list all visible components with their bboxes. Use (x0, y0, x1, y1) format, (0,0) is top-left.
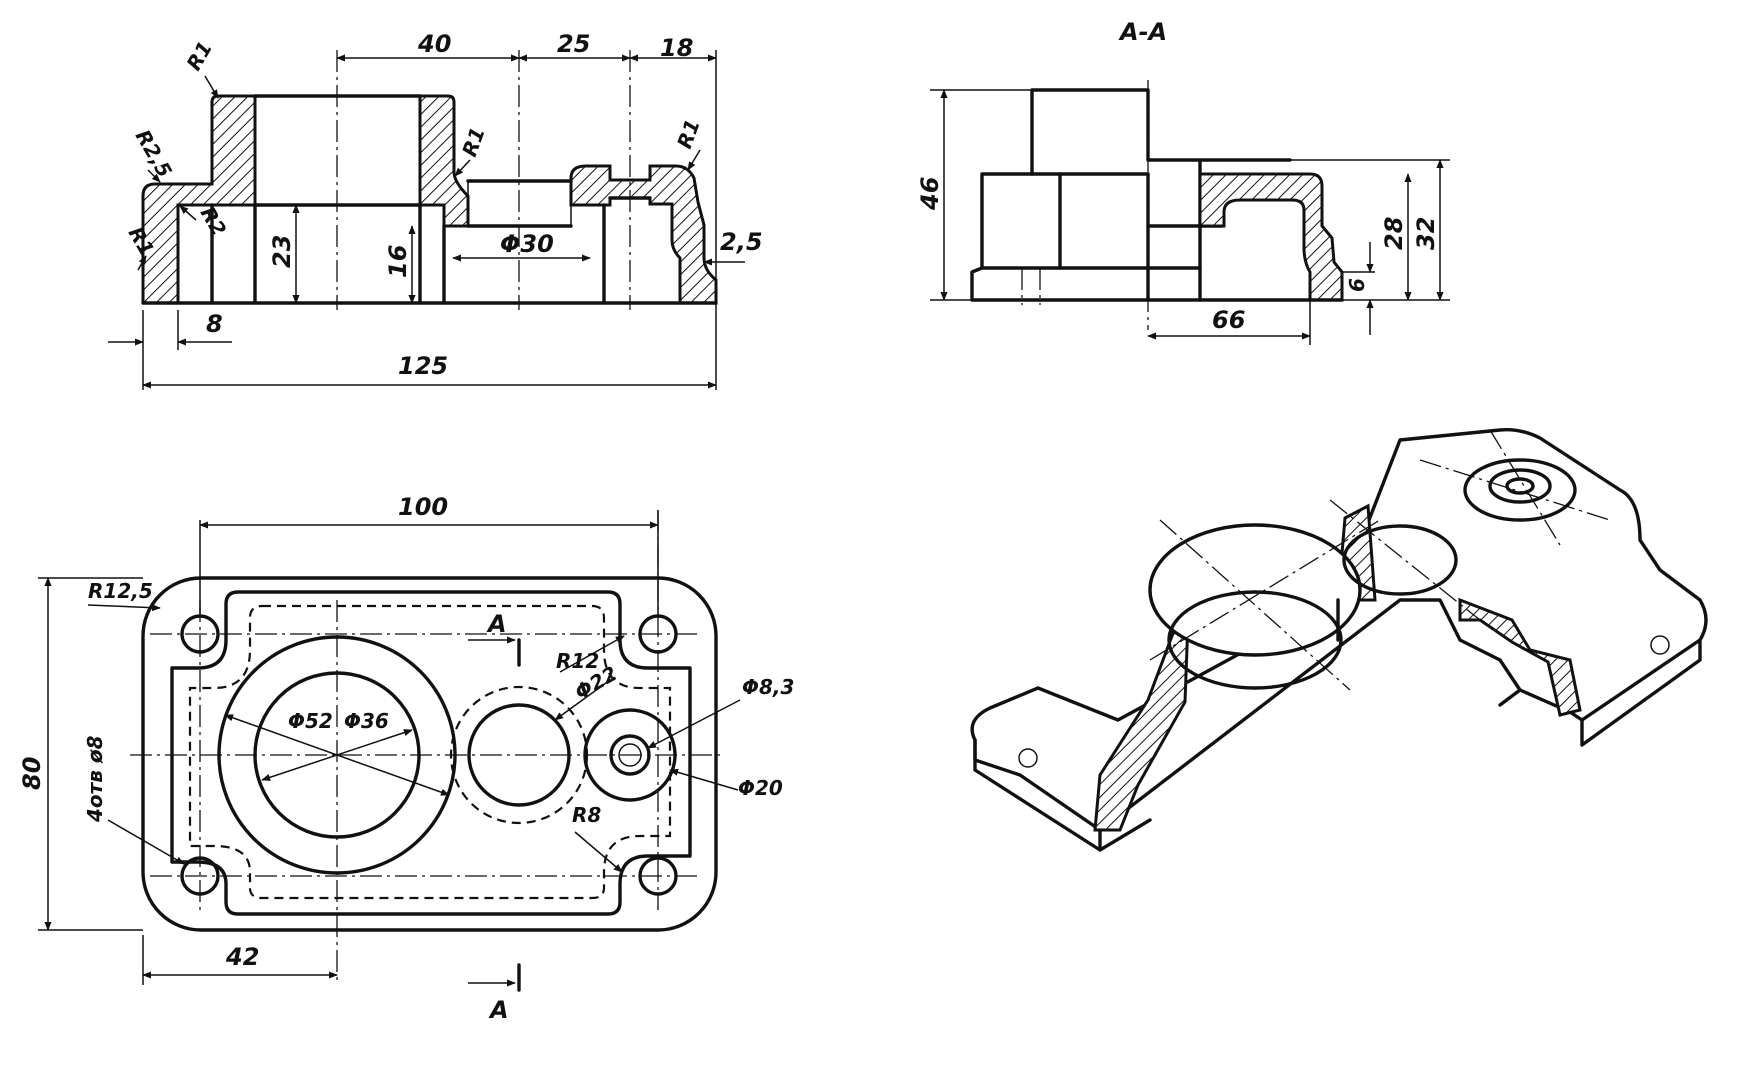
front-view: 40 25 18 8 125 23 16 Φ30 2,5 R1 R1 R1 R2… (108, 30, 763, 390)
iso-middle-bore (1342, 524, 1458, 596)
iso-small-hole (1505, 477, 1535, 495)
iso-bore-inner (1167, 590, 1343, 690)
dim-125-label: 125 (398, 352, 448, 380)
leader-r12-5 (87, 604, 161, 612)
iso-centerline (1329, 499, 1481, 621)
dim-18-label: 18 (660, 34, 693, 62)
d20-label: Φ20 (738, 776, 783, 800)
leader-r2 (179, 205, 197, 221)
dim-line-d20 (669, 768, 739, 791)
dim-2-5-label: 2,5 (720, 228, 763, 256)
r12-label: R12 (556, 649, 599, 673)
holes-note: 4отв ø8 (83, 735, 107, 823)
leader-r2-5 (147, 169, 161, 183)
dim-42-label: 42 (225, 943, 259, 971)
iso-edges (973, 598, 1702, 852)
r1-a-label: R1 (182, 37, 217, 74)
dim-16-label: 16 (384, 245, 412, 278)
dim-100-label: 100 (398, 493, 448, 521)
top-inner-contour (170, 590, 692, 916)
cut-label-top: A (486, 610, 507, 638)
r1-b-label: R1 (457, 124, 490, 160)
cut-label-bottom: A (488, 996, 509, 1024)
front-wall-left (141, 94, 257, 305)
iso-centerline (1159, 519, 1351, 691)
dim-32-label: 32 (1412, 217, 1440, 250)
section-aa-view: A-A 46 28 32 6 66 (916, 18, 1450, 345)
r8-label: R8 (572, 803, 601, 827)
leader-r12 (559, 635, 625, 673)
iso-small-boss-ring (1488, 468, 1552, 504)
r1-c-label: R1 (672, 116, 705, 152)
iso-bore-top (1148, 523, 1362, 657)
dim-8-label: 8 (206, 310, 223, 338)
r12-5-label: R12,5 (88, 579, 153, 603)
dim-d30-label: Φ30 (500, 230, 554, 258)
leader-r1-b (454, 159, 471, 177)
dim-23-label: 23 (268, 235, 296, 268)
d8-3-label: Φ8,3 (742, 675, 794, 699)
front-wall-hub-right (418, 94, 470, 228)
iso-small-boss (1463, 458, 1577, 522)
dim-6-label: 6 (1345, 278, 1369, 292)
dim-28-label: 28 (1380, 217, 1408, 250)
iso-mount-hole-left (1018, 748, 1038, 768)
r2-5-label: R2,5 (131, 126, 177, 182)
front-wall-boss-right (569, 164, 718, 305)
dim-66-label: 66 (1212, 306, 1245, 334)
section-hatch (1198, 160, 1344, 302)
d36-label: Φ36 (344, 709, 389, 733)
leader-r1-a (204, 75, 219, 99)
iso-centerline (1419, 459, 1611, 521)
iso-mount-hole-right (1650, 635, 1670, 655)
top-hidden-contour (188, 604, 672, 900)
d52-label: Φ52 (288, 709, 333, 733)
iso-centerline (1149, 519, 1381, 661)
leader-r1-d (137, 255, 147, 271)
dim-line-d22 (554, 679, 611, 721)
dim-46-label: 46 (916, 177, 944, 211)
dim-25-label: 25 (557, 30, 590, 58)
dim-line-d36 (261, 729, 413, 781)
dim-line-d8-3 (647, 699, 741, 749)
leader-holes-note (107, 819, 185, 865)
top-outer-contour (141, 576, 718, 932)
top-view: A A 100 80 42 Φ52 Φ36 Φ22 Φ8,3 Φ20 R12,5… (18, 493, 794, 1024)
r2-label: R2 (196, 203, 231, 240)
iso-hatch-wall-3 (1458, 597, 1582, 717)
iso-centerline (1489, 429, 1561, 546)
dim-40-label: 40 (417, 30, 451, 58)
leader-r8 (574, 831, 623, 873)
leader-r1-c (687, 149, 701, 171)
isometric-view (970, 427, 1708, 852)
section-title: A-A (1118, 18, 1167, 46)
dim-80-label: 80 (18, 757, 46, 790)
